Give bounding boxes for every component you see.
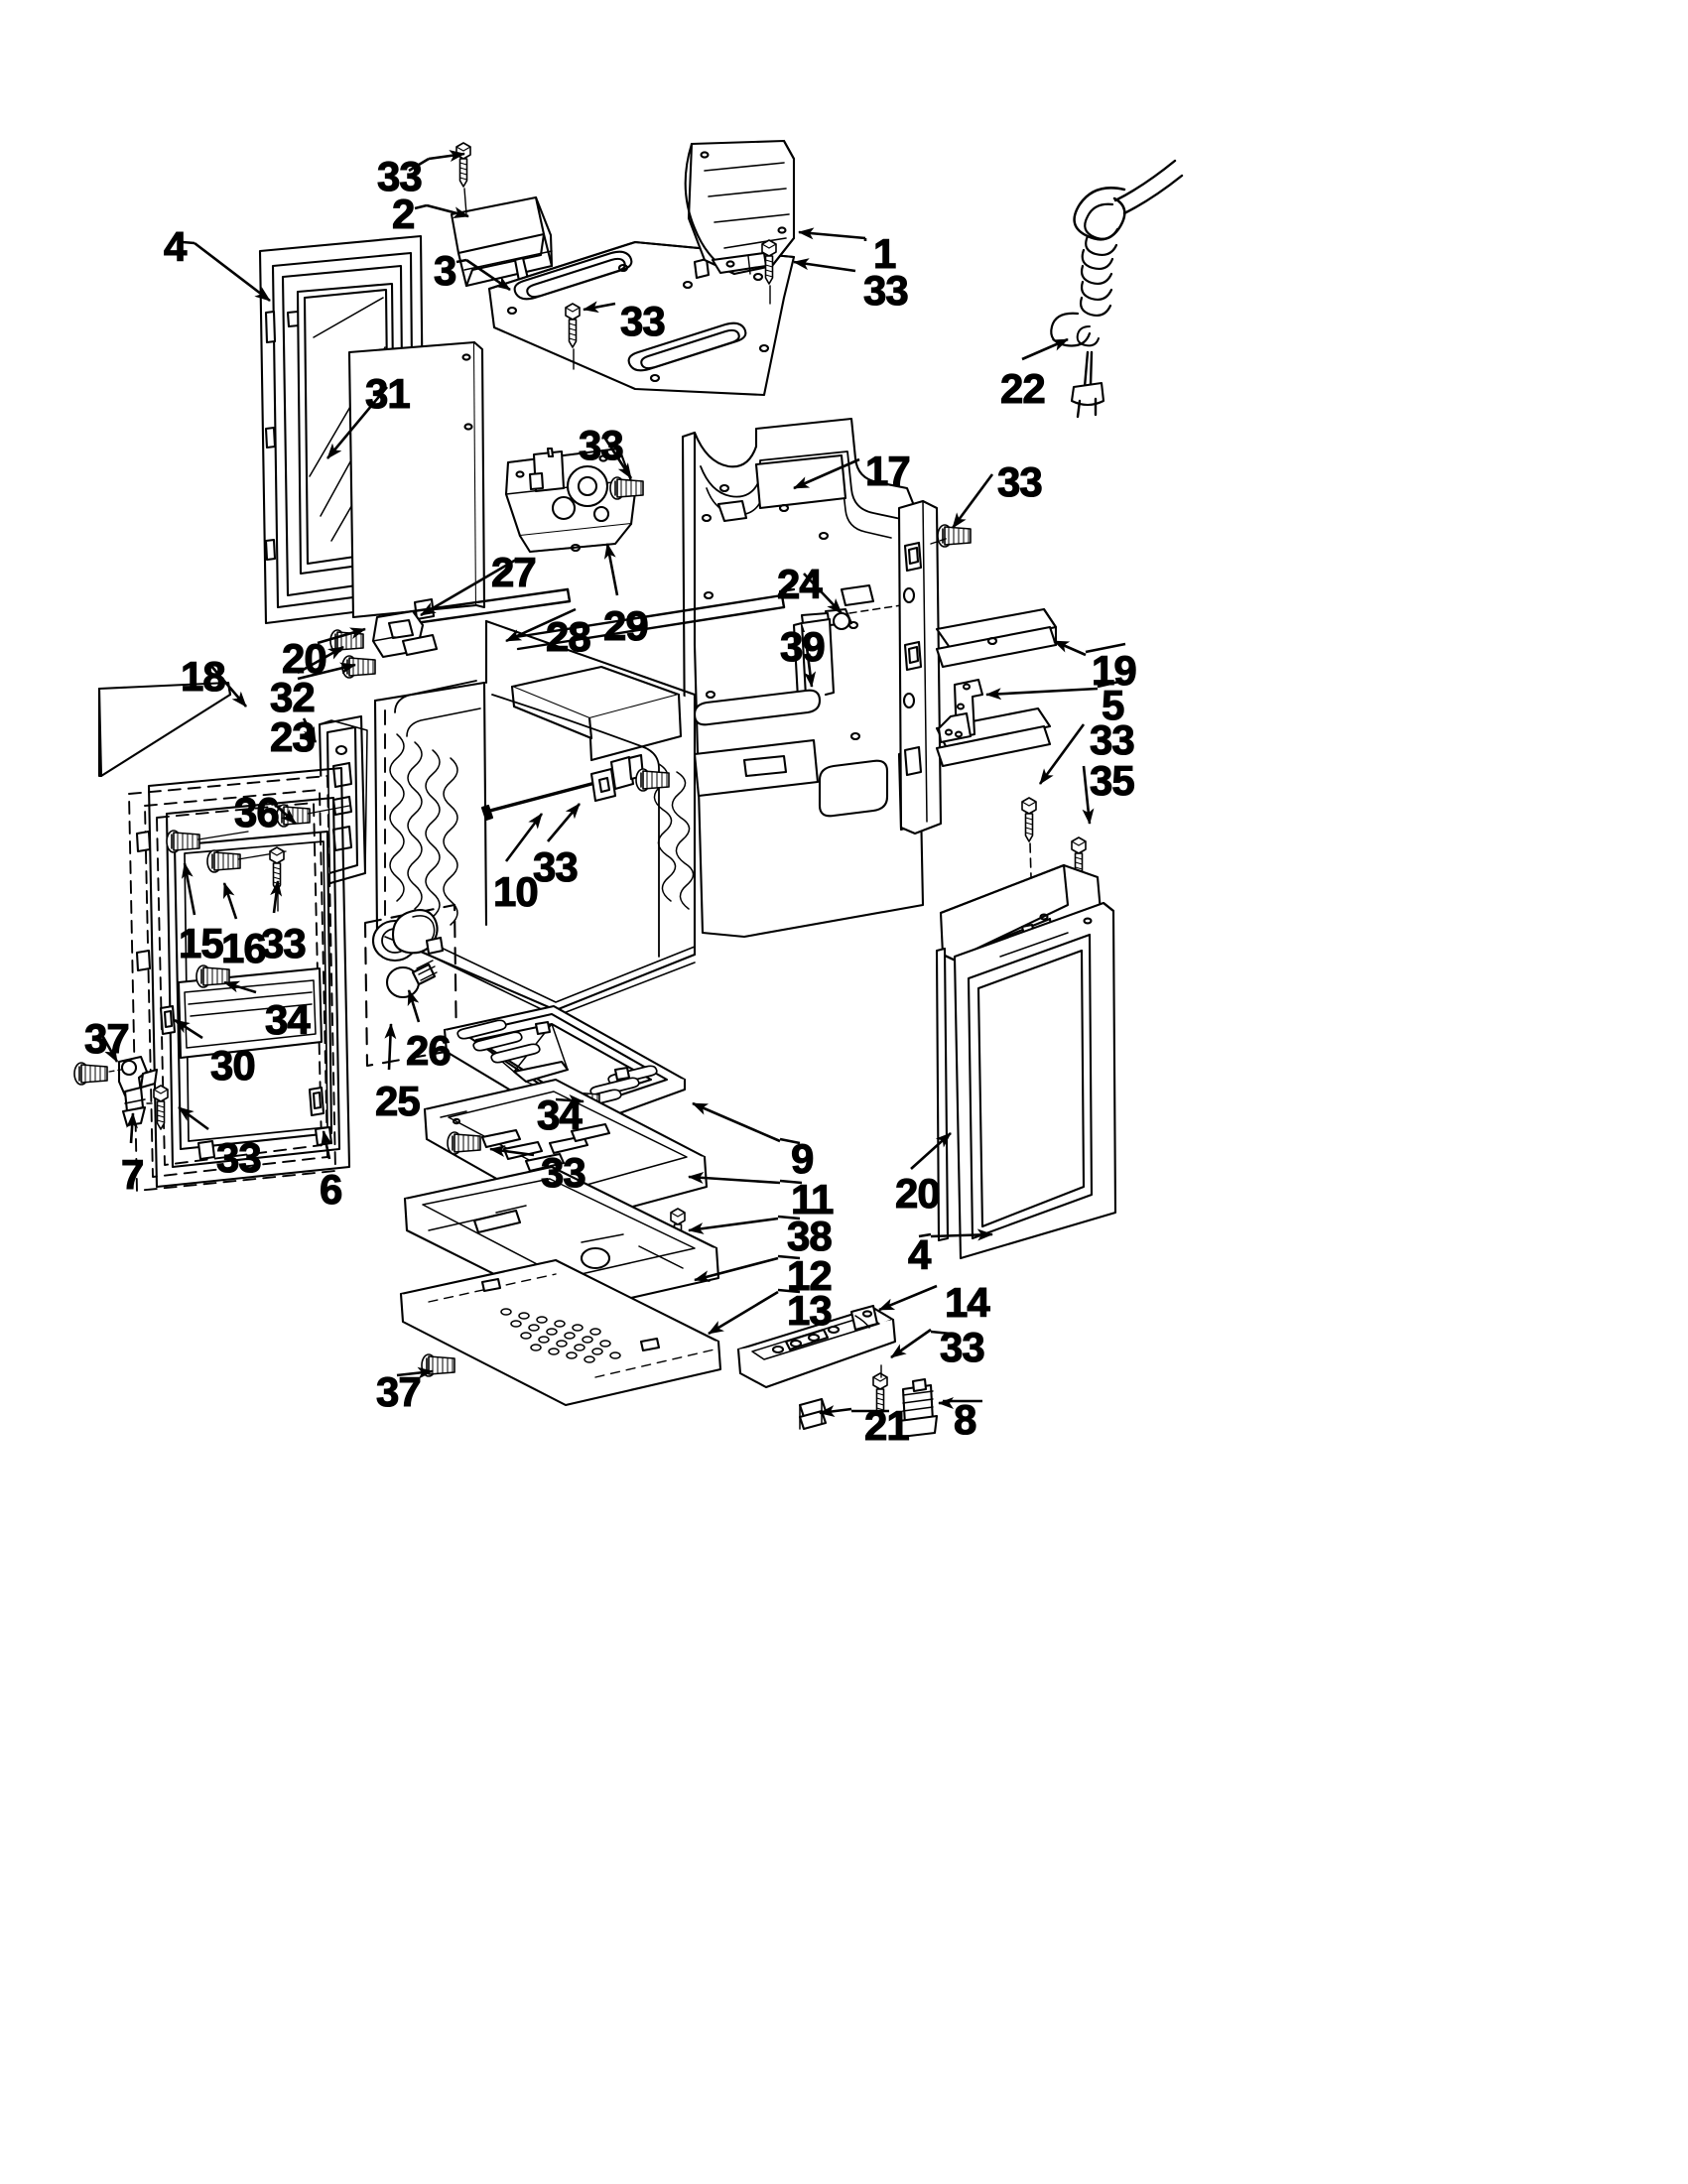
- callout-33-drawer: 33: [260, 920, 307, 966]
- callout-36-screw: 36: [233, 789, 280, 835]
- callout-28-latch-rod: 28: [545, 613, 591, 660]
- callout-11-broiler-pan: 11: [790, 1176, 835, 1222]
- callout-37-screw-bottom: 37: [375, 1368, 422, 1415]
- callout-33-leg: 33: [215, 1134, 262, 1181]
- callout-21-retainer-clip: 21: [863, 1402, 910, 1449]
- callout-16-screw: 16: [220, 925, 267, 971]
- callout-24-grommet: 24: [776, 561, 823, 607]
- callout-13-vent-panel: 13: [786, 1287, 833, 1334]
- callout-20-hinge-recv: 20: [281, 635, 327, 682]
- callout-33-right-upper: 33: [1089, 716, 1135, 763]
- callout-33-backguard: 33: [862, 267, 909, 314]
- callout-27-hinge-rod: 27: [490, 549, 537, 595]
- callout-35-screw: 35: [1089, 757, 1135, 804]
- callout-33-lock: 33: [578, 422, 624, 468]
- callout-6-drawer-frame: 6: [319, 1166, 342, 1213]
- callout-4-left-door: 4: [163, 223, 187, 270]
- callout-39-wire-clip: 39: [779, 623, 826, 670]
- callout-29-lock-motor: 29: [602, 602, 649, 649]
- callout-7-leveling-leg: 7: [120, 1151, 144, 1198]
- callout-9-broiler-grid: 9: [790, 1135, 814, 1182]
- callout-8-leg-foot: 8: [953, 1396, 976, 1443]
- callout-3-cooktop: 3: [433, 247, 456, 294]
- callout-38-screw: 38: [786, 1213, 833, 1259]
- callout-33-rail: 33: [939, 1324, 985, 1370]
- callout-5-antitip: 5: [1101, 682, 1124, 728]
- callout-10-temp-sensor: 10: [492, 868, 539, 915]
- callout-2: 2: [391, 191, 415, 237]
- callout-20-hinge-right: 20: [894, 1170, 941, 1217]
- callout-17-rear-panel: 17: [864, 448, 911, 494]
- callout-19-side-rail: 19: [1091, 647, 1137, 694]
- callout-33-cooktop: 33: [619, 298, 666, 344]
- callout-14-drawer-rail: 14: [944, 1279, 990, 1326]
- callout-31-door-glass: 31: [364, 370, 411, 417]
- callout-30-glide-clip: 30: [209, 1042, 256, 1089]
- callout-33-sensor: 33: [532, 843, 579, 890]
- callout-15-screw: 15: [178, 920, 224, 966]
- callout-4-right-door: 4: [907, 1231, 931, 1278]
- callout-23-frame-bracket: 23: [269, 713, 316, 760]
- callout-12-drawer-bottom: 12: [786, 1252, 833, 1299]
- callout-33-top-left: 33: [376, 153, 423, 199]
- callout-34-screw-drawer: 34: [264, 996, 311, 1043]
- callout-26-light-bulb: 26: [405, 1027, 452, 1074]
- callout-25-light-assy: 25: [374, 1078, 421, 1124]
- callout-32-hinge-screws: 32: [269, 674, 316, 720]
- callout-34-broiler: 34: [536, 1092, 583, 1138]
- callout-37-screw-left: 37: [83, 1015, 130, 1062]
- callout-33-broiler-pan: 33: [540, 1149, 586, 1196]
- callout-1-backguard: 1: [872, 230, 896, 277]
- callout-33-rear-flange: 33: [996, 458, 1043, 505]
- callout-18-side-panel: 18: [180, 653, 226, 700]
- callout-22-power-cord: 22: [999, 365, 1046, 412]
